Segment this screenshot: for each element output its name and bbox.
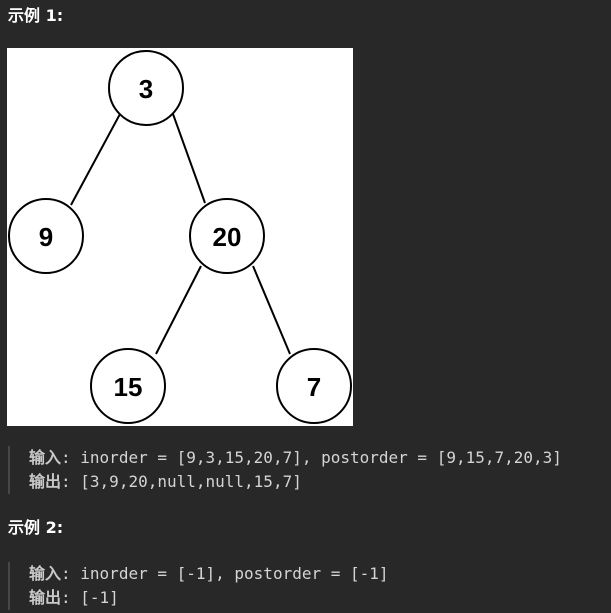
input-label: 输入 [29, 564, 62, 583]
output-value: : [-1] [61, 588, 119, 607]
tree-node-15-label: 15 [114, 372, 143, 402]
input-label: 输入 [29, 448, 62, 467]
tree-node-9 [8, 198, 84, 274]
binary-tree-svg: 3 9 20 15 7 [8, 50, 352, 424]
edge-20-7 [252, 265, 291, 355]
example-2-heading: 示例 2: [8, 518, 64, 537]
output-label: 输出 [29, 588, 62, 607]
edge-3-9 [70, 113, 121, 206]
tree-node-9-label: 9 [39, 222, 53, 252]
example-2-output-line: 输出: [-1] [29, 586, 389, 610]
example-1-output-line: 输出: [3,9,20,null,null,15,7] [29, 470, 562, 494]
edge-3-20 [172, 113, 206, 204]
tree-node-3-label: 3 [139, 74, 153, 104]
tree-node-15 [90, 348, 166, 424]
output-value: : [3,9,20,null,null,15,7] [61, 472, 302, 491]
binary-tree-figure: 3 9 20 15 7 [7, 48, 353, 426]
tree-node-7 [276, 348, 352, 424]
example-1-input-line: 输入: inorder = [9,3,15,20,7], postorder =… [29, 446, 562, 470]
tree-node-7-label: 7 [307, 372, 321, 402]
tree-node-20 [189, 198, 265, 274]
example-1-code-block: 输入: inorder = [9,3,15,20,7], postorder =… [8, 446, 562, 494]
edge-20-15 [155, 265, 202, 355]
tree-node-3 [108, 50, 184, 126]
example-2-input-line: 输入: inorder = [-1], postorder = [-1] [29, 562, 389, 586]
input-value: : inorder = [-1], postorder = [-1] [61, 564, 389, 583]
example-1-heading: 示例 1: [8, 6, 64, 25]
tree-node-20-label: 20 [213, 222, 242, 252]
example-2-code-block: 输入: inorder = [-1], postorder = [-1]输出: … [8, 562, 389, 610]
input-value: : inorder = [9,3,15,20,7], postorder = [… [61, 448, 562, 467]
output-label: 输出 [29, 472, 62, 491]
